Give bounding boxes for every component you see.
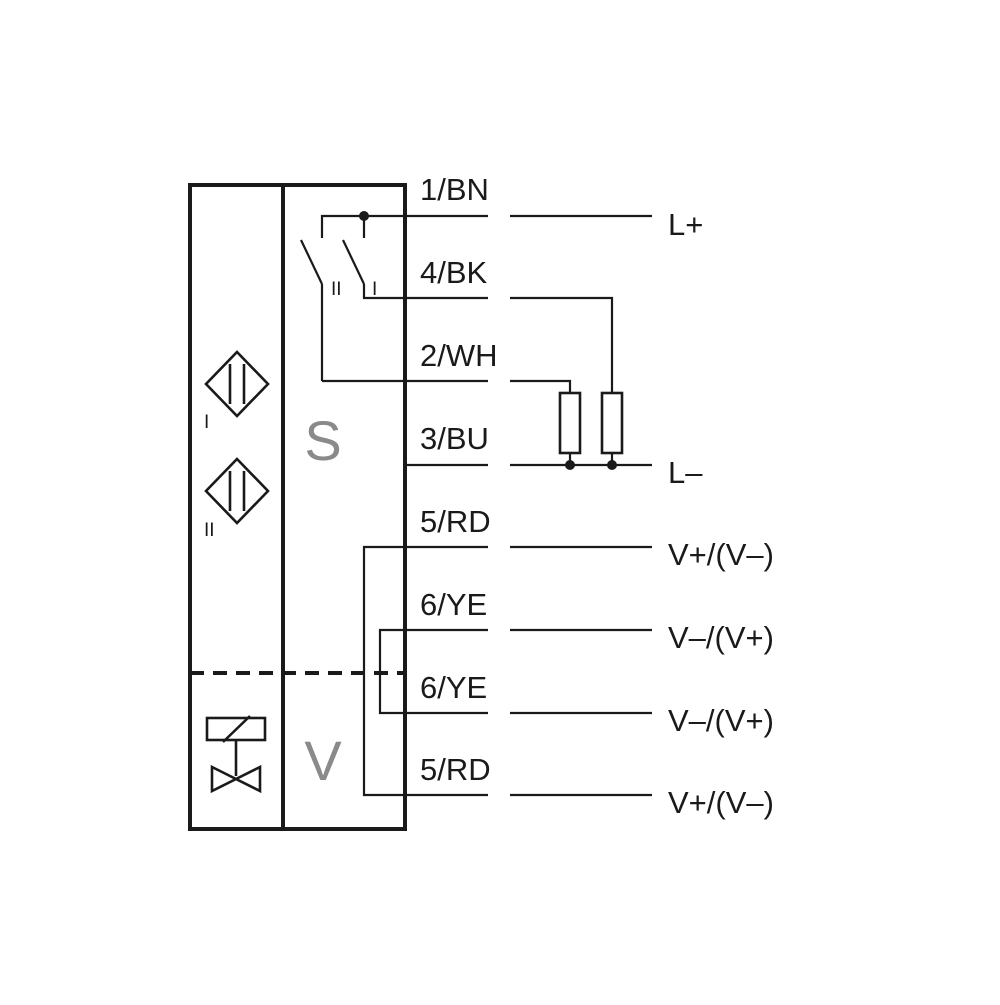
device-housing	[188, 183, 407, 831]
switch-module-label: S	[304, 409, 341, 472]
inductive-sensor-icon	[204, 350, 270, 418]
switch-2-label: II	[331, 279, 342, 300]
pin-label: 6/YE	[420, 670, 487, 705]
signal-label: V–/(V+)	[668, 620, 774, 655]
solenoid-valve-icon	[205, 715, 267, 794]
pin-label: 5/RD	[420, 752, 491, 787]
pin-label: 6/YE	[420, 587, 487, 622]
valve-module-label: V	[304, 729, 342, 792]
pin-label: 3/BU	[420, 421, 489, 456]
switch-1-label: I	[372, 279, 377, 300]
signal-label: V+/(V–)	[668, 785, 774, 820]
signal-label: L+	[668, 207, 703, 242]
signal-label: L–	[668, 455, 703, 490]
signal-label: V+/(V–)	[668, 537, 774, 572]
load-resistor-icon	[600, 391, 624, 470]
inductive-sensor-icon	[204, 457, 270, 525]
sensor-2-label: II	[204, 520, 215, 541]
pin-label: 2/WH	[420, 338, 498, 373]
pin-label: 5/RD	[420, 504, 491, 539]
pin-label: 4/BK	[420, 255, 488, 290]
pin-label: 1/BN	[420, 172, 489, 207]
sensor-1-label: I	[204, 412, 209, 433]
load-resistor-icon	[558, 391, 582, 470]
signal-label: V–/(V+)	[668, 703, 774, 738]
output-switches	[300, 211, 405, 383]
valve-internal-wiring	[362, 545, 405, 797]
external-wires	[405, 214, 652, 797]
